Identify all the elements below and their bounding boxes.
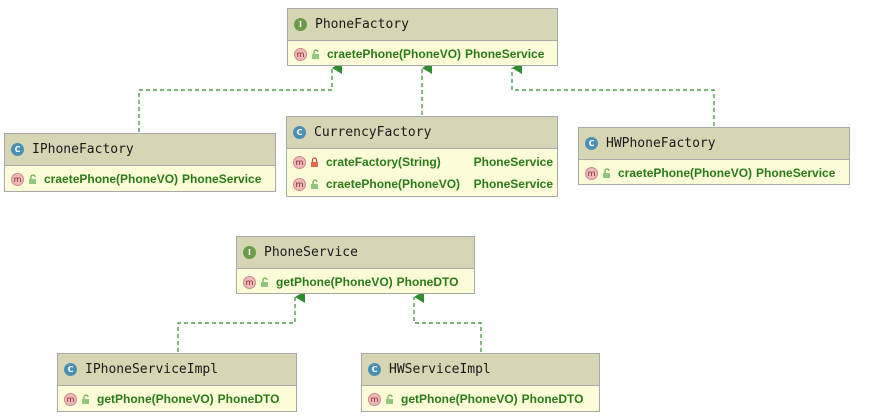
phone-service-node[interactable]: I PhoneService m getPhone(PhoneVO) Phone…	[236, 236, 475, 294]
method-row[interactable]: m craetePhone(PhoneVO) PhoneService	[288, 43, 557, 65]
phone-service-name: PhoneService	[264, 245, 358, 260]
method-row[interactable]: m getPhone(PhoneVO) PhoneDTO	[237, 271, 474, 293]
iphone-factory-name: IPhoneFactory	[32, 142, 134, 157]
method-signature: getPhone(PhoneVO)	[276, 275, 393, 289]
phone-factory-node[interactable]: I PhoneFactory m craetePhone(PhoneVO) Ph…	[287, 8, 558, 66]
realization-hw-phone-factory	[511, 62, 715, 126]
iphone-service-impl-name: IPhoneServiceImpl	[85, 362, 219, 377]
class-icon: C	[585, 137, 598, 150]
interface-icon: I	[294, 18, 307, 31]
class-icon: C	[64, 363, 77, 376]
iphone-service-impl-node[interactable]: C IPhoneServiceImpl m getPhone(PhoneVO) …	[57, 353, 297, 412]
hw-service-impl-header: C HWServiceImpl	[362, 354, 599, 386]
method-return-type: PhoneService	[182, 172, 262, 186]
method-row[interactable]: m getPhone(PhoneVO) PhoneDTO	[362, 388, 599, 410]
interface-icon: I	[243, 246, 256, 259]
currency-factory-name: CurrencyFactory	[314, 125, 432, 140]
method-return-type: PhoneService	[473, 155, 553, 169]
method-icon: m	[64, 392, 77, 406]
method-return-type: PhoneService	[465, 47, 545, 61]
method-row[interactable]: m getPhone(PhoneVO) PhoneDTO	[58, 388, 296, 410]
class-icon: C	[11, 143, 24, 156]
method-return-type: PhoneService	[473, 177, 553, 191]
method-signature: getPhone(PhoneVO)	[97, 392, 214, 406]
iphone-factory-node[interactable]: C IPhoneFactory m craetePhone(PhoneVO) P…	[4, 133, 276, 192]
private-lock-icon	[311, 156, 318, 167]
method-icon: m	[294, 47, 307, 61]
currency-factory-node[interactable]: C CurrencyFactory m crateFactory(String)…	[286, 116, 558, 197]
method-row[interactable]: m craetePhone(PhoneVO) PhoneService	[579, 162, 849, 184]
method-row[interactable]: m craetePhone(PhoneVO) PhoneService	[287, 173, 557, 195]
method-icon: m	[11, 172, 24, 186]
public-lock-icon	[312, 48, 319, 59]
method-return-type: PhoneService	[756, 166, 836, 180]
method-signature: craetePhone(PhoneVO)	[326, 177, 461, 191]
phone-factory-name: PhoneFactory	[315, 17, 409, 32]
method-icon: m	[243, 275, 256, 289]
public-lock-icon	[386, 393, 393, 404]
hw-phone-factory-node[interactable]: C HWPhoneFactory m craetePhone(PhoneVO) …	[578, 127, 850, 185]
realization-iphone-service-impl	[177, 291, 305, 352]
method-signature: craetePhone(PhoneVO)	[44, 172, 179, 186]
method-signature: craetePhone(PhoneVO)	[327, 47, 462, 61]
method-signature: crateFactory(String)	[326, 155, 441, 169]
method-icon: m	[368, 392, 381, 406]
realization-iphone-factory	[138, 62, 342, 132]
method-icon: m	[585, 166, 598, 180]
method-row[interactable]: m crateFactory(String) PhoneService	[287, 151, 557, 173]
iphone-factory-header: C IPhoneFactory	[5, 134, 275, 166]
public-lock-icon	[82, 393, 89, 404]
iphone-service-impl-header: C IPhoneServiceImpl	[58, 354, 296, 386]
hw-phone-factory-name: HWPhoneFactory	[606, 136, 716, 151]
public-lock-icon	[261, 276, 268, 287]
method-signature: getPhone(PhoneVO)	[401, 392, 518, 406]
method-signature: craetePhone(PhoneVO)	[618, 166, 753, 180]
currency-factory-header: C CurrencyFactory	[287, 117, 557, 149]
public-lock-icon	[603, 167, 610, 178]
method-return-type: PhoneDTO	[396, 275, 459, 289]
hw-phone-factory-header: C HWPhoneFactory	[579, 128, 849, 160]
method-icon: m	[293, 177, 306, 191]
realization-hw-service-impl	[413, 291, 482, 352]
class-icon: C	[293, 126, 306, 139]
hw-service-impl-name: HWServiceImpl	[389, 362, 491, 377]
class-icon: C	[368, 363, 381, 376]
method-row[interactable]: m craetePhone(PhoneVO) PhoneService	[5, 168, 275, 190]
public-lock-icon	[311, 178, 318, 189]
phone-service-header: I PhoneService	[237, 237, 474, 269]
public-lock-icon	[29, 173, 36, 184]
phone-factory-header: I PhoneFactory	[288, 9, 557, 41]
method-return-type: PhoneDTO	[521, 392, 584, 406]
method-icon: m	[293, 155, 306, 169]
hw-service-impl-node[interactable]: C HWServiceImpl m getPhone(PhoneVO) Phon…	[361, 353, 600, 412]
method-return-type: PhoneDTO	[217, 392, 280, 406]
